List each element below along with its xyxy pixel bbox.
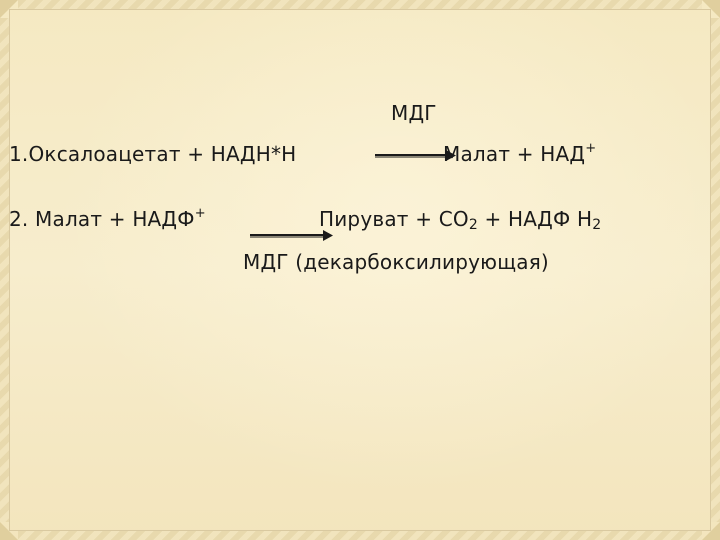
reaction2-products-sub2: 2 [592, 217, 602, 233]
reaction2-reactants-text: 2. Малат + НАДФ [9, 207, 195, 231]
corner-bottom-left [0, 522, 18, 540]
corner-top-right [702, 0, 720, 18]
border-bottom [18, 531, 702, 540]
reaction2-products-a: Пируват + СО [319, 207, 469, 231]
border-left [0, 18, 9, 522]
corner-bottom-right [702, 522, 720, 540]
reaction2-products-b: + НАДФ Н [477, 207, 593, 231]
reaction1-arrow [375, 150, 456, 161]
reaction1-enzyme: МДГ [391, 101, 437, 125]
reaction1-reactants: 1.Оксалоацетат + НАДН*Н [9, 142, 297, 166]
reaction2-reactants: 2. Малат + НАДФ+ [9, 206, 206, 231]
reaction1-product-text: Малат + НАД [443, 142, 586, 166]
corner-top-left [0, 0, 18, 18]
reaction1-products: Малат + НАД+ [443, 141, 597, 166]
reaction2-arrow [250, 230, 333, 241]
reaction2-products: Пируват + СО2 + НАДФ Н2 [319, 207, 601, 232]
reaction2-enzyme: МДГ (декарбоксилирующая) [243, 250, 549, 274]
reaction1-product-sup: + [585, 141, 597, 156]
reaction2-reactants-sup: + [194, 206, 206, 221]
border-top [18, 0, 702, 9]
reaction2-products-sub1: 2 [468, 217, 478, 233]
border-right [711, 18, 720, 522]
